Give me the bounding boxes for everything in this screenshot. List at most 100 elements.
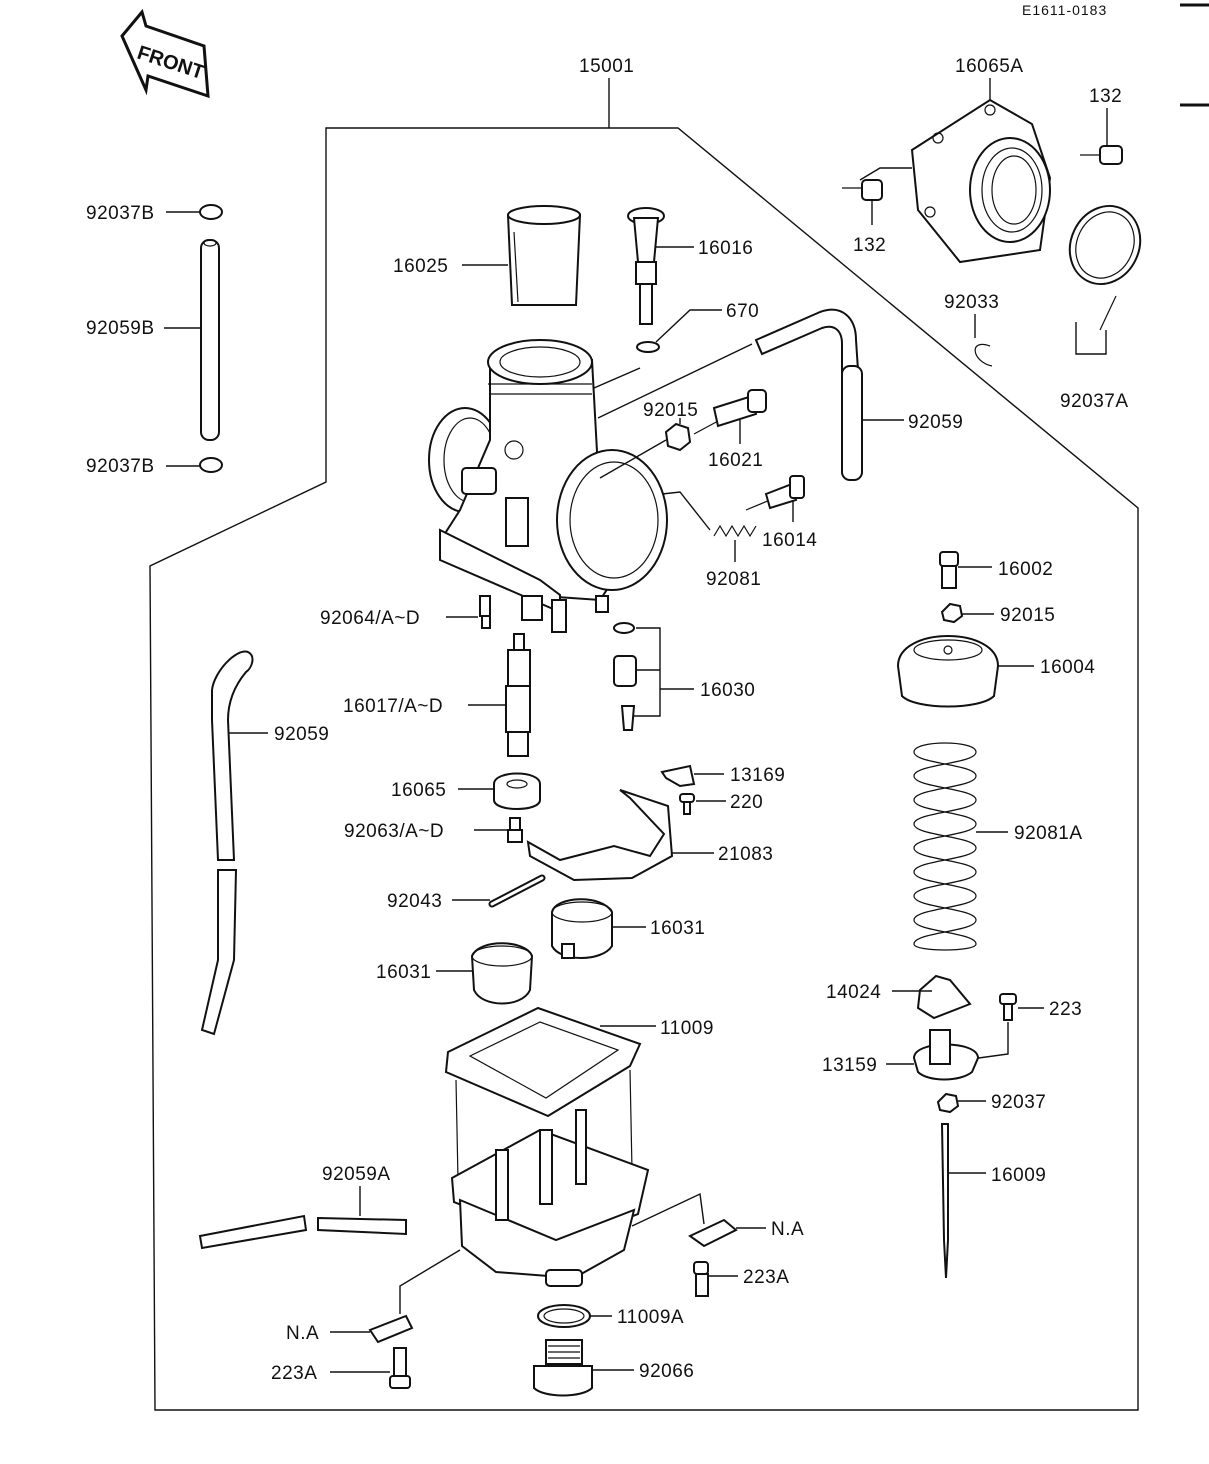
drawing-code: E1611-0183 [1022, 2, 1107, 18]
label-92059B: 92059B [86, 318, 155, 339]
label-11009: 11009 [660, 1018, 714, 1039]
cap-16025 [506, 205, 582, 306]
hose-92059-left [200, 650, 254, 1036]
label-92063: 92063/A~D [344, 821, 444, 842]
clip-14024 [916, 974, 972, 1020]
label-14024: 14024 [826, 982, 881, 1003]
label-92037B-top: 92037B [86, 203, 155, 224]
oring-16030 [613, 622, 635, 634]
leader-body-670 [593, 367, 641, 389]
label-16031-left: 16031 [376, 962, 431, 983]
label-223A-right: 223A [743, 1267, 789, 1288]
clip-92037B-bottom [199, 457, 223, 473]
label-92037B-bottom: 92037B [86, 456, 155, 477]
screw-16021 [693, 389, 767, 435]
label-92037: 92037 [991, 1092, 1046, 1113]
float-16031-left [470, 942, 534, 1005]
label-16025: 16025 [393, 256, 448, 277]
oring-11009A [537, 1304, 591, 1328]
label-223A-left: 223A [271, 1363, 317, 1384]
label-16031-right: 16031 [650, 918, 705, 939]
valve-13159 [912, 1029, 980, 1081]
label-16021: 16021 [708, 450, 763, 471]
leader-132-left-b [859, 167, 912, 181]
screw-223A-left [389, 1347, 411, 1389]
bracket-13169 [660, 764, 696, 788]
label-16014: 16014 [762, 530, 817, 551]
label-92059-right: 92059 [908, 412, 963, 433]
hose-92059A-a [198, 1214, 308, 1250]
screw-220 [679, 793, 695, 815]
label-13159: 13159 [822, 1055, 877, 1076]
plug-92066 [533, 1339, 593, 1397]
float-16031-right [551, 898, 613, 959]
label-92015-top: 92015 [643, 400, 698, 421]
label-220: 220 [730, 792, 763, 813]
plate-NA-right [688, 1218, 738, 1248]
label-132-left: 132 [853, 235, 886, 256]
label-92037A: 92037A [1060, 391, 1129, 412]
label-13169: 13169 [730, 765, 785, 786]
oring-11009A-inner [543, 1308, 585, 1324]
nut-92015-lower [940, 602, 964, 624]
needle-16030 [620, 705, 636, 731]
needlejet-16017 [505, 633, 531, 757]
label-223: 223 [1049, 999, 1082, 1020]
clip-92037 [936, 1092, 960, 1114]
spring-92081A [913, 742, 977, 951]
jet-92064 [479, 595, 491, 629]
screw-223 [999, 993, 1017, 1021]
cap-16004 [896, 635, 1000, 708]
front-arrow-icon: FRONT [120, 8, 210, 99]
label-92064: 92064/A~D [320, 608, 420, 629]
label-16065A: 16065A [955, 56, 1024, 77]
label-16004: 16004 [1040, 657, 1095, 678]
flange-16065A [910, 98, 1052, 264]
leader-670 [655, 309, 722, 343]
clip-92037B-top [199, 204, 223, 220]
clamp-92037A [1068, 205, 1142, 331]
bolt-132-left [842, 179, 883, 201]
plunger-16016 [627, 207, 665, 325]
label-15001: 15001 [579, 56, 634, 77]
label-92066: 92066 [639, 1361, 694, 1382]
label-NA-left: N.A [286, 1323, 319, 1344]
bolt-132-right [1080, 145, 1123, 165]
label-16016: 16016 [698, 238, 753, 259]
oring-670 [636, 341, 660, 353]
needle-16009 [940, 1123, 949, 1279]
jet-92063 [507, 817, 523, 843]
plate-NA-left [368, 1314, 414, 1344]
label-92081A: 92081A [1014, 823, 1083, 844]
label-132-right: 132 [1089, 86, 1122, 107]
label-11009A: 11009A [617, 1307, 684, 1328]
floatbowl [450, 1069, 650, 1287]
leader-NA-left-body [399, 1249, 461, 1314]
label-92081: 92081 [706, 569, 761, 590]
clip-92033 [974, 343, 993, 367]
label-16065: 16065 [391, 780, 446, 801]
assembly-outline-15001 [149, 127, 1139, 1411]
seat-16030 [613, 655, 637, 687]
nut-92015-top [664, 422, 692, 452]
spring-92081 [713, 524, 757, 538]
floatarm-21083 [526, 789, 674, 882]
label-92015-lower: 92015 [1000, 605, 1055, 626]
airscrew-16014 [745, 475, 805, 511]
gasket-11009 [444, 1006, 642, 1118]
label-92059-left: 92059 [274, 724, 329, 745]
carburetor-body [428, 339, 668, 633]
leader-NA-right-body [631, 1192, 705, 1227]
leader-body-92059 [597, 343, 753, 419]
label-92059A: 92059A [322, 1164, 391, 1185]
label-92043: 92043 [387, 891, 442, 912]
adjuster-16002 [939, 551, 959, 589]
hose-92059-right [754, 308, 863, 481]
hose-92059B [200, 239, 220, 441]
leader-92081-body [661, 491, 711, 531]
leader-92015-body [599, 439, 667, 479]
label-21083: 21083 [718, 844, 773, 865]
leader-16030-bracket [634, 627, 661, 717]
label-92033: 92033 [944, 292, 999, 313]
washer-16065 [493, 772, 541, 810]
